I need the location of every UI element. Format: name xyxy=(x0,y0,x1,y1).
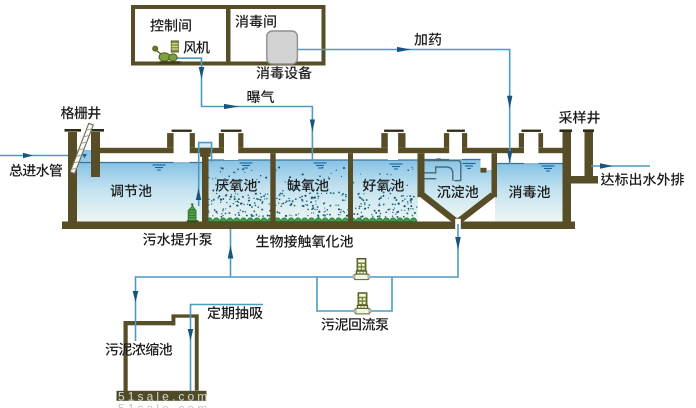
svg-text:51sale.com: 51sale.com xyxy=(118,389,210,403)
svg-text:51sale.com: 51sale.com xyxy=(118,402,210,408)
